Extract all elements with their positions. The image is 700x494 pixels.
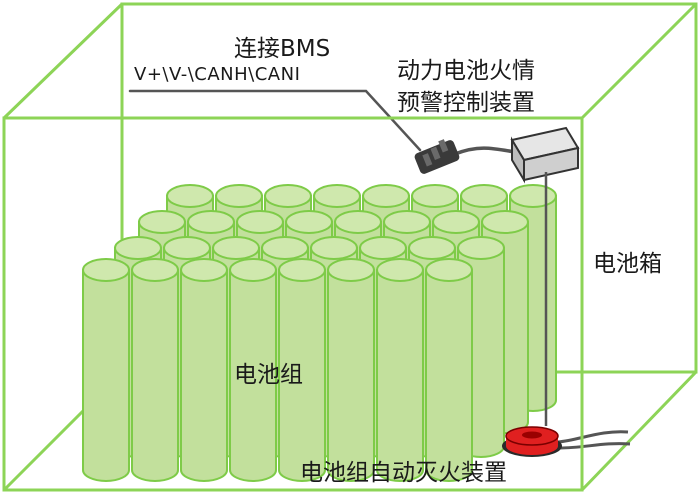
battery-cell-top: [334, 210, 382, 234]
bms-wire: [128, 89, 517, 156]
battery-cell: [327, 258, 375, 482]
battery-cell: [131, 258, 179, 482]
box-edge-top-left: [2, 2, 124, 120]
battery-cell-top: [163, 236, 211, 260]
extinguisher-label: 电池组自动灭火装置: [300, 460, 507, 486]
battery-cell-top: [215, 184, 263, 208]
bms-connector: [414, 139, 460, 174]
battery-cell-top: [264, 184, 312, 208]
warning-device-label-line2: 预警控制装置: [397, 90, 535, 116]
battery-box-label: 电池箱: [593, 251, 662, 277]
battery-cell-top: [82, 258, 130, 282]
battery-cell: [82, 258, 130, 482]
battery-cell-top: [457, 236, 505, 260]
battery-cell-top: [285, 210, 333, 234]
battery-cell-top: [481, 210, 529, 234]
battery-cell-body: [131, 269, 179, 482]
battery-cell: [278, 258, 326, 482]
extinguisher-cable-1: [557, 430, 629, 444]
connector-pin: [438, 139, 449, 153]
battery-pack-label: 电池组: [234, 362, 303, 388]
bms-leader-line: [128, 89, 422, 152]
battery-cell-top: [310, 236, 358, 260]
fire-extinguisher-device: [502, 426, 631, 457]
battery-pack: [82, 184, 557, 482]
battery-cell: [180, 258, 228, 482]
battery-cell-top: [359, 236, 407, 260]
extinguisher-cable-2: [559, 442, 631, 450]
battery-cell-top: [362, 184, 410, 208]
battery-cell-top: [131, 258, 179, 282]
battery-cell-body: [82, 269, 130, 482]
battery-cell-top: [187, 210, 235, 234]
warning-control-device: [510, 126, 580, 184]
battery-cell-top: [138, 210, 186, 234]
battery-cell-top: [376, 258, 424, 282]
battery-cell-top: [383, 210, 431, 234]
battery-box-front: [2, 116, 584, 492]
extinguisher-nozzle: [522, 431, 542, 439]
battery-cell-body: [425, 269, 473, 482]
battery-cell: [376, 258, 424, 482]
battery-cell-top: [411, 184, 459, 208]
battery-cell-body: [229, 269, 277, 482]
connector-pin: [430, 146, 441, 160]
battery-cell-top: [278, 258, 326, 282]
battery-cell-top: [166, 184, 214, 208]
battery-cell-top: [313, 184, 361, 208]
box-edge-top-right: [580, 2, 698, 120]
battery-cell: [229, 258, 277, 482]
battery-cell-top: [229, 258, 277, 282]
bms-cable: [453, 146, 517, 156]
bms-signals-label: V+\V-\CANH\CANI: [134, 64, 301, 85]
battery-cell-body: [376, 269, 424, 482]
battery-cell-top: [432, 210, 480, 234]
battery-cell-body: [180, 269, 228, 482]
battery-cell-top: [509, 184, 557, 208]
box-edge-bottom-right: [580, 370, 698, 492]
battery-cell-top: [212, 236, 260, 260]
battery-cell-top: [425, 258, 473, 282]
battery-cell-body: [278, 269, 326, 482]
battery-cell-top: [261, 236, 309, 260]
battery-cell-top: [180, 258, 228, 282]
battery-cell-top: [327, 258, 375, 282]
device-front-face: [523, 146, 579, 182]
battery-cell-top: [408, 236, 456, 260]
bms-connect-label: 连接BMS: [234, 36, 331, 62]
box-front-face: [2, 116, 584, 492]
battery-cell-top: [114, 236, 162, 260]
battery-cell-top: [236, 210, 284, 234]
battery-cell-top: [460, 184, 508, 208]
connector-pin: [422, 153, 433, 167]
warning-device-label-line1: 动力电池火情: [397, 58, 535, 84]
battery-cell: [425, 258, 473, 482]
battery-cell-body: [327, 269, 375, 482]
